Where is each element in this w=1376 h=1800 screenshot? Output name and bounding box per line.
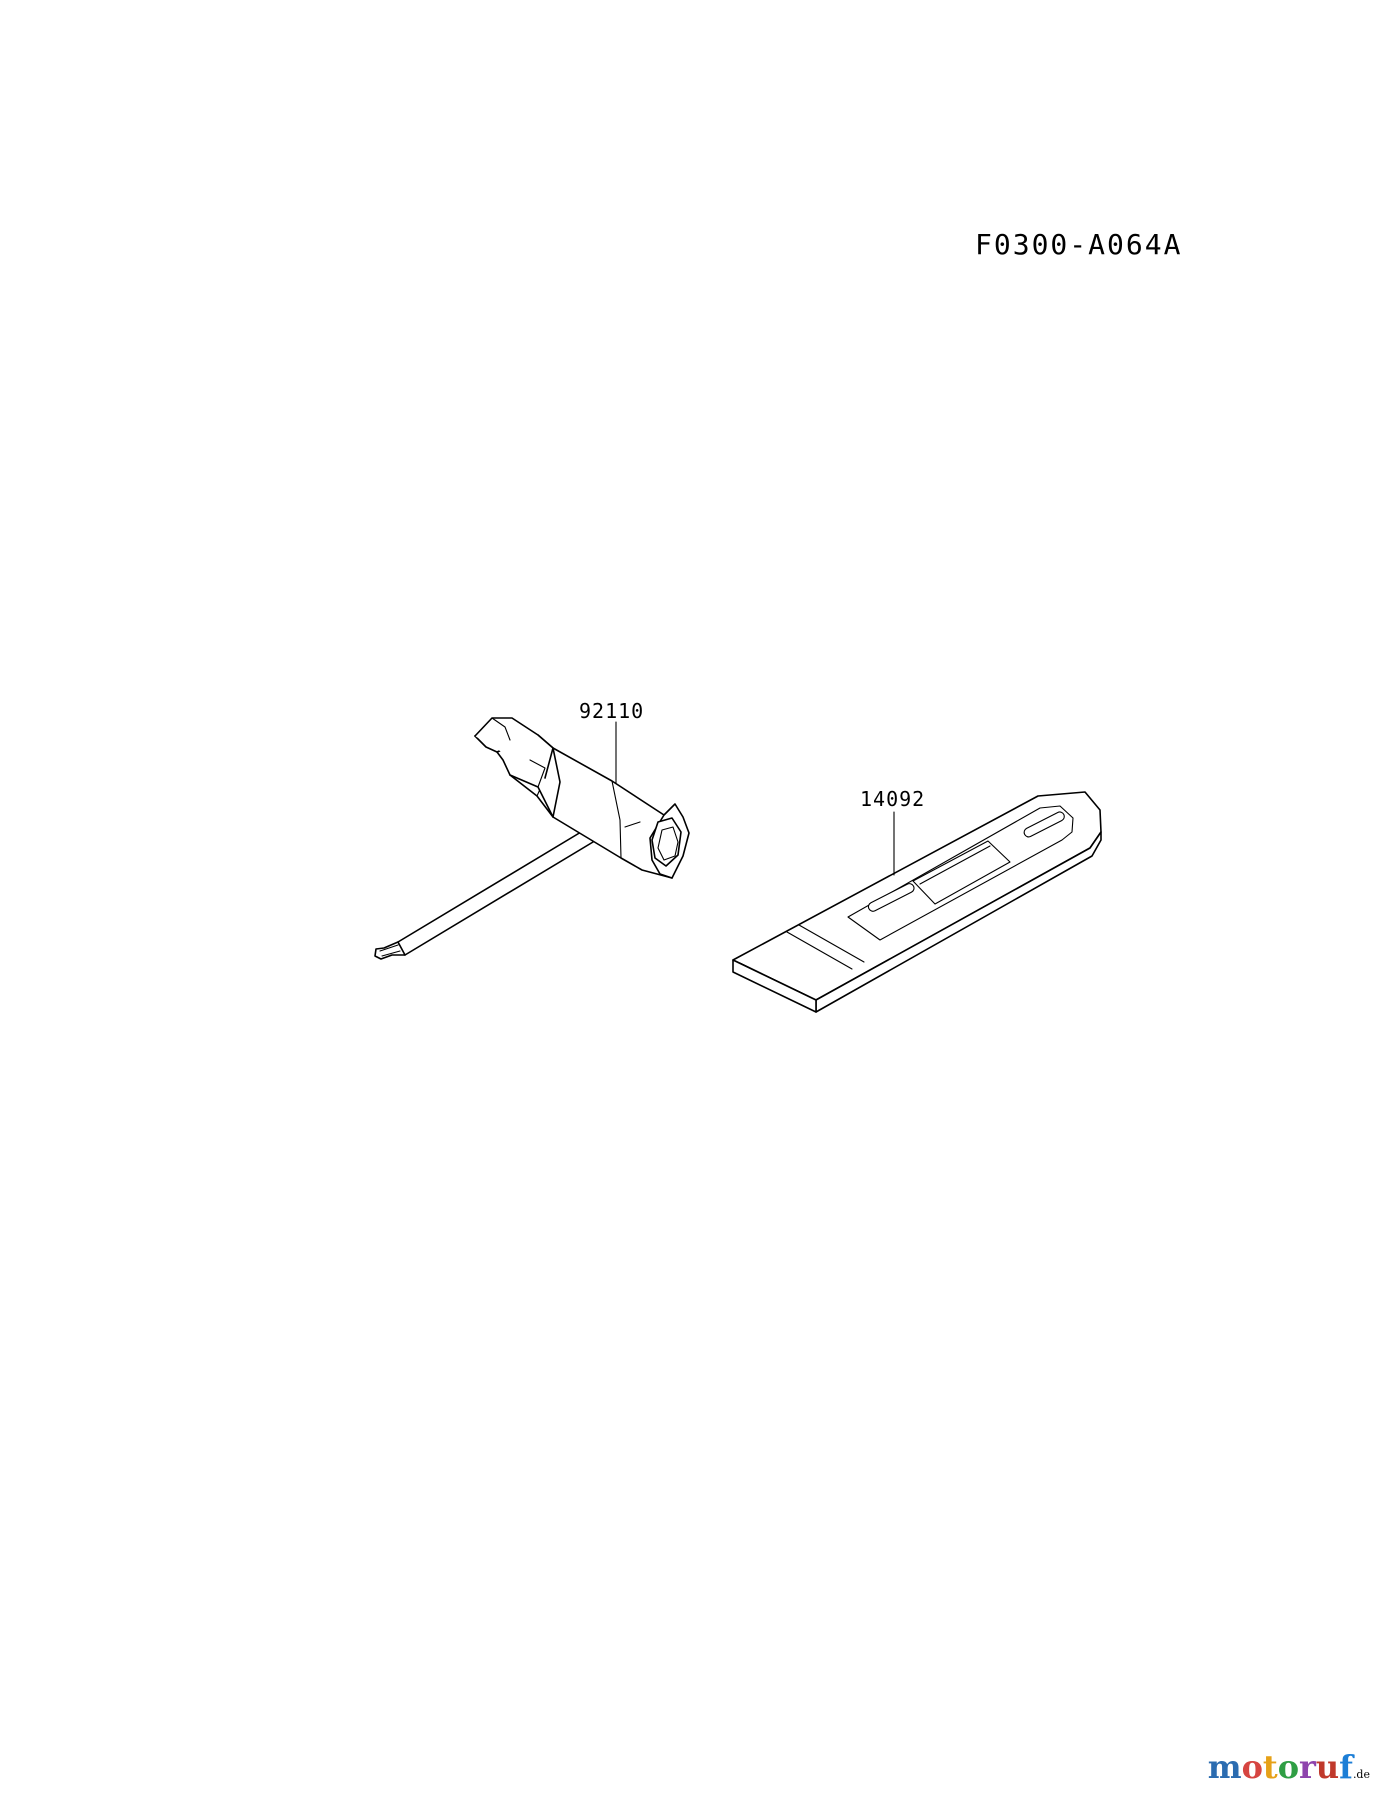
screwdriver-tip [374, 941, 406, 960]
watermark-tld: .de [1352, 1768, 1370, 1781]
watermark-letter: f [1339, 1748, 1353, 1786]
bar-cover-slot-right [1023, 811, 1065, 838]
bar-cover-band [786, 924, 865, 970]
watermark-letter: t [1262, 1748, 1278, 1786]
bar-cover-slot-left [867, 883, 915, 912]
watermark-letter: u [1315, 1748, 1340, 1786]
bar-cover-drawing [732, 791, 1102, 1013]
watermark-letter: m [1207, 1748, 1242, 1786]
screwdriver-shaft [397, 821, 605, 956]
bar-cover-inner-recess [847, 805, 1074, 941]
part-number-label: 92110 [579, 699, 645, 723]
large-socket-end [474, 717, 561, 818]
part-number-label: 14092 [860, 787, 926, 811]
bar-cover-center-panel [912, 840, 1011, 905]
spark-plug-wrench-drawing [374, 717, 690, 960]
small-hex-socket-end [649, 803, 690, 879]
watermark-letter: o [1277, 1748, 1300, 1786]
watermark-text: motoruf [1208, 1748, 1353, 1786]
diagram-code: F0300-A064A [975, 228, 1183, 261]
watermark-logo: motoruf.de [1208, 1748, 1370, 1786]
watermark-letter: r [1299, 1748, 1316, 1786]
watermark-letter: o [1241, 1748, 1263, 1786]
